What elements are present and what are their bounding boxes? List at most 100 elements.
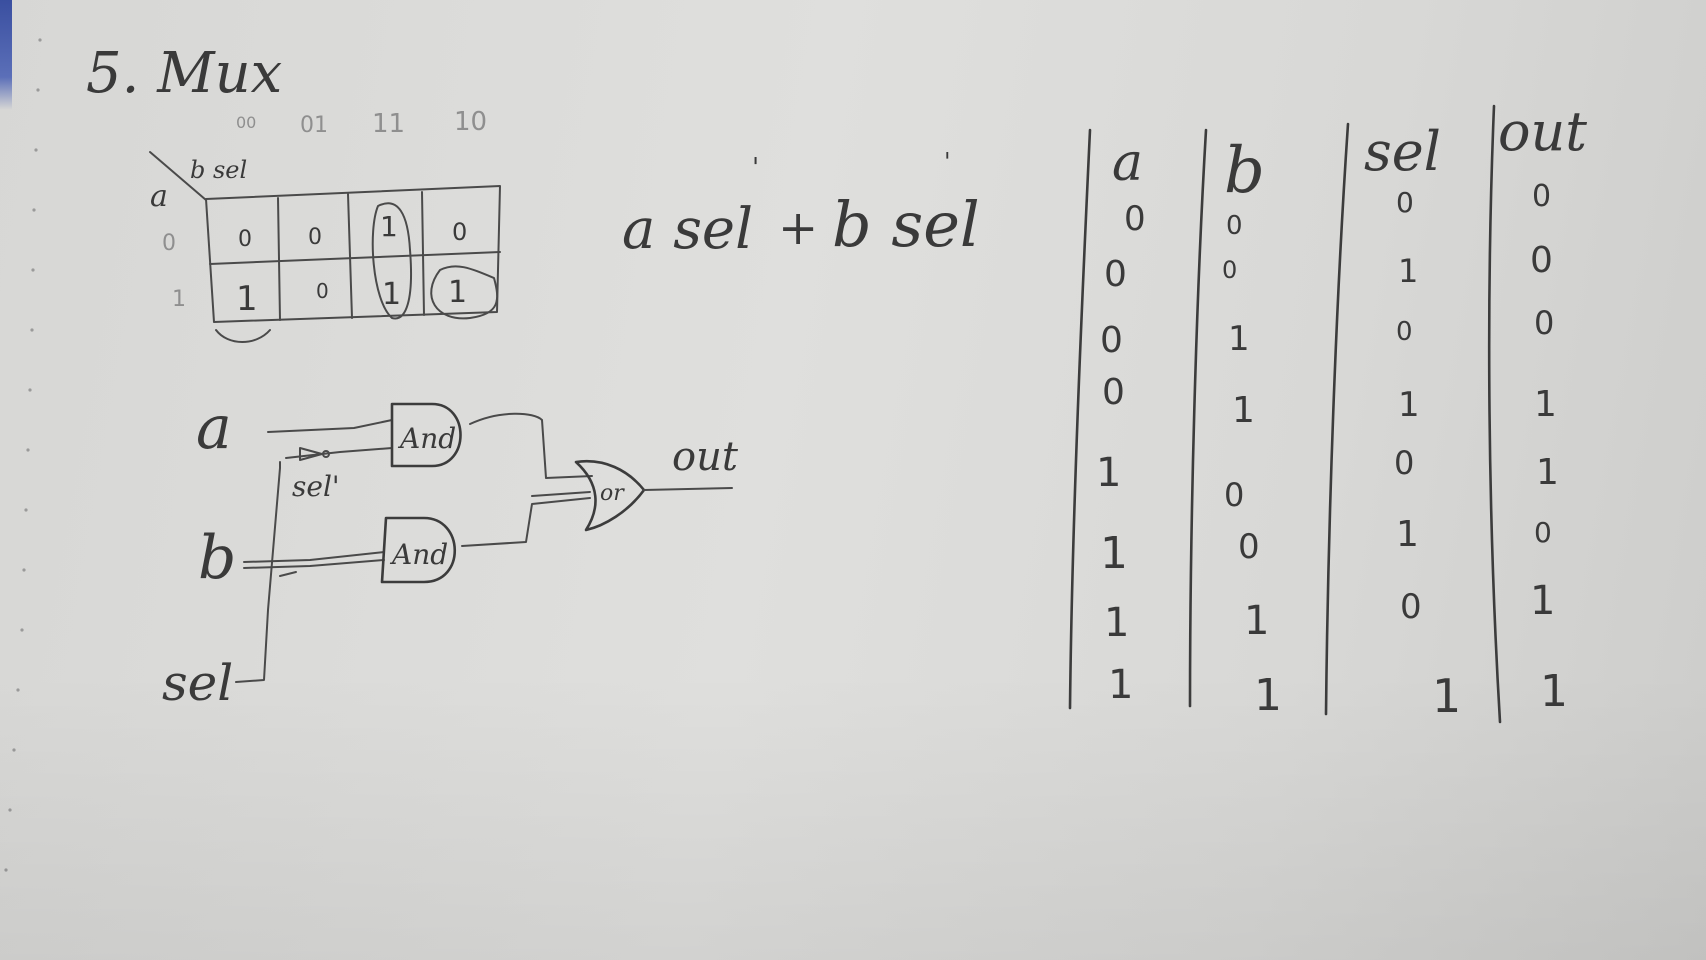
wire-sel-to-and-bottom: [279, 571, 297, 577]
truth-table-cell: 0: [1396, 317, 1413, 347]
kmap-grid-border: [205, 185, 501, 323]
wire-and-bottom-to-or: [461, 497, 591, 547]
truth-table-col-line-4: [1487, 104, 1502, 724]
truth-table-header-a: a: [1112, 133, 1143, 193]
truth-table-cell: 0: [1394, 444, 1414, 482]
truth-table-cell: 0: [1222, 256, 1237, 284]
boolean-expression: a sel ' + b sel ': [622, 148, 980, 262]
kmap-grid-col-divider-1: [277, 197, 281, 321]
truth-table-cell: 1: [1530, 578, 1555, 624]
truth-table-cell: 1: [1534, 384, 1557, 425]
truth-table-cell: 0: [1530, 240, 1553, 281]
truth-table-cell: 1: [1228, 319, 1250, 359]
truth-table-cell: 1: [1432, 669, 1461, 723]
expression-prime-2: ': [944, 148, 951, 176]
margin-dots: [4, 38, 42, 872]
expression-term-1: a sel: [622, 197, 753, 262]
truth-table-cell: 1: [1244, 598, 1269, 644]
expression-prime-1: ': [752, 153, 759, 183]
kmap-col-header-3: 10: [454, 107, 487, 137]
and-gate-bottom: [380, 516, 456, 584]
kmap-group-row1-00: [215, 329, 271, 343]
expression-plus: +: [778, 200, 818, 256]
kmap-col-var: b sel: [190, 156, 247, 184]
truth-table-cell: 1: [1398, 252, 1418, 290]
circuit-diagram: a b sel sel' And And or out: [162, 393, 739, 712]
truth-table-cell: 1: [1398, 385, 1420, 425]
truth-table-cell: 1: [1396, 514, 1419, 555]
truth-table-cell: 0: [1400, 587, 1422, 627]
wire-sel-not-to-and-top: [285, 447, 393, 459]
truth-table-cell: 0: [1104, 254, 1127, 295]
and-gate-top: [390, 402, 462, 468]
wire-sel-vertical: [235, 461, 281, 683]
kmap-col-header-2: 11: [372, 109, 405, 139]
kmap-col-header-1: 01: [300, 113, 328, 138]
not-output-label: sel': [292, 470, 340, 503]
kmap-cell-0-0: 0: [238, 227, 252, 252]
wire-b-to-and-bottom: [243, 551, 385, 563]
wire-and-top-to-or: [469, 412, 593, 479]
truth-table-cell: 0: [1534, 304, 1554, 342]
kmap-group-row1-10: [430, 265, 499, 320]
kmap-row-var: a: [150, 179, 168, 214]
input-sel-label: sel: [162, 654, 233, 712]
not-bubble: [322, 450, 330, 458]
wire-output: [643, 487, 733, 491]
and-gate-bottom-label: And: [389, 538, 448, 571]
not-gate: [299, 447, 323, 461]
page-title: 5. Mux: [86, 41, 282, 106]
truth-table-cell: 0: [1534, 516, 1552, 549]
truth-table-cell: 1: [1254, 670, 1282, 721]
truth-table: a b sel out 0 0 0 0 0 0 1 0 0 1 0 0 0 1 …: [1068, 100, 1587, 724]
input-a-label: a: [196, 393, 232, 463]
truth-table-cell: 1: [1108, 662, 1133, 708]
truth-table-cell: 1: [1232, 390, 1255, 431]
kmap-grid-row-divider: [209, 251, 501, 265]
truth-table-cell: 0: [1532, 179, 1551, 214]
device-edge: [0, 0, 12, 110]
wire-a-to-and-top: [267, 419, 393, 433]
expression-term-2: b sel: [832, 188, 980, 261]
truth-table-cell: 0: [1238, 527, 1260, 567]
kmap-grid-col-divider-3: [421, 191, 425, 316]
kmap-corner-diagonal: [149, 151, 207, 201]
kmap-group-column-11: [371, 202, 413, 320]
truth-table-header-sel: sel: [1364, 120, 1441, 183]
truth-table-cell: 0: [1226, 211, 1243, 241]
truth-table-cell: 0: [1100, 320, 1123, 361]
truth-table-cell: 0: [1124, 199, 1146, 239]
kmap-cell-1-0: 1: [236, 279, 258, 319]
truth-table-cell: 0: [1102, 372, 1125, 413]
and-gate-top-label: And: [397, 422, 456, 455]
kmap-cell-1-3: 1: [448, 275, 467, 310]
truth-table-cell: 1: [1104, 600, 1129, 646]
kmap-cell-0-3: 0: [452, 218, 467, 246]
kmap-cell-0-1: 0: [308, 225, 322, 250]
or-gate-label: or: [600, 481, 625, 506]
or-gate: [574, 459, 646, 532]
kmap-grid-col-divider-2: [347, 193, 353, 319]
truth-table-cell: 0: [1224, 476, 1244, 514]
kmap-row-header-1: 1: [172, 287, 186, 312]
input-b-label: b: [198, 523, 236, 593]
kmap-row-header-0: 0: [162, 231, 176, 256]
truth-table-cell: 1: [1096, 450, 1121, 496]
truth-table-header-out: out: [1498, 100, 1587, 163]
truth-table-cell: 1: [1536, 452, 1559, 493]
wire-and-bottom-to-or-double: [531, 491, 591, 497]
truth-table-cell: 1: [1540, 666, 1568, 717]
kmap-cell-0-2: 1: [380, 210, 398, 243]
karnaugh-map: a b sel 00 01 11 10 0 1 0 0 1 0 1 0 1 1: [149, 107, 501, 343]
truth-table-col-line-1: [1068, 128, 1092, 710]
output-label: out: [672, 434, 739, 480]
kmap-cell-1-1: 0: [316, 279, 329, 303]
truth-table-cell: 0: [1396, 186, 1414, 219]
truth-table-header-b: b: [1224, 134, 1265, 208]
kmap-col-header-0: 00: [236, 113, 256, 132]
truth-table-col-line-3: [1324, 122, 1350, 716]
kmap-cell-1-2: 1: [382, 277, 401, 312]
truth-table-cell: 1: [1100, 528, 1128, 579]
